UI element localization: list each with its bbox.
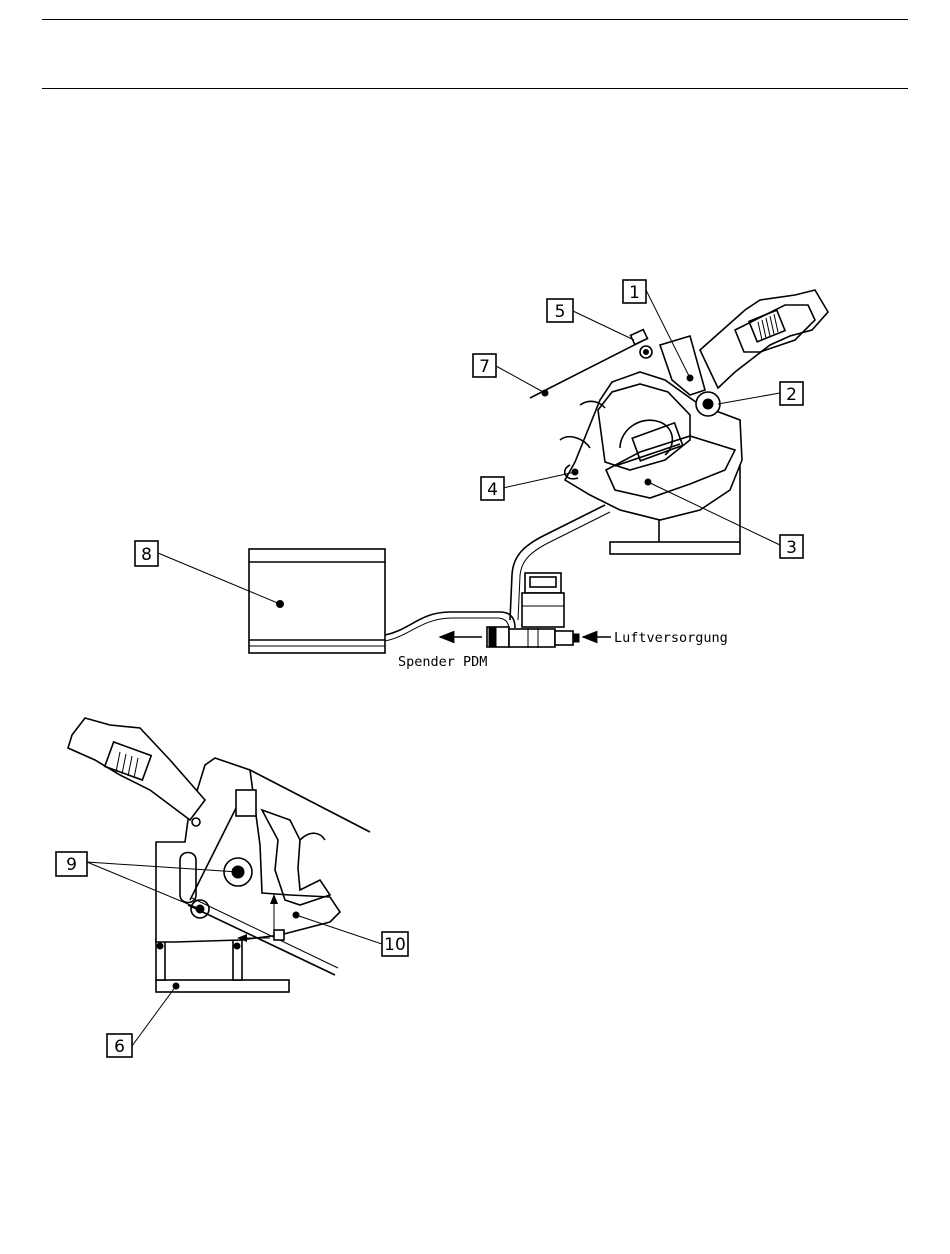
svg-text:2: 2: [786, 385, 797, 405]
callout-2: 2: [780, 382, 803, 405]
callout-6: 6: [107, 1034, 132, 1057]
callout-4: 4: [481, 477, 504, 500]
svg-text:1: 1: [629, 283, 640, 303]
air-supply-label: Luftversorgung: [614, 630, 728, 646]
top-assembly-drawing: [249, 290, 828, 653]
callout-7: 7: [473, 354, 496, 377]
svg-text:9: 9: [66, 855, 77, 875]
callout-9: 9: [56, 852, 87, 876]
svg-text:8: 8: [141, 545, 152, 565]
callout-3: 3: [780, 535, 803, 558]
svg-text:6: 6: [114, 1037, 125, 1057]
svg-text:4: 4: [487, 480, 498, 500]
svg-text:3: 3: [786, 538, 797, 558]
callout-5: 5: [547, 299, 573, 322]
svg-text:5: 5: [555, 302, 566, 322]
callout-1: 1: [623, 280, 646, 303]
bottom-assembly-drawing: [68, 718, 370, 992]
svg-text:10: 10: [384, 935, 406, 955]
dispenser-label: Spender PDM: [398, 654, 487, 670]
callout-10: 10: [382, 932, 408, 956]
svg-text:7: 7: [479, 357, 490, 377]
callout-8: 8: [135, 541, 158, 566]
